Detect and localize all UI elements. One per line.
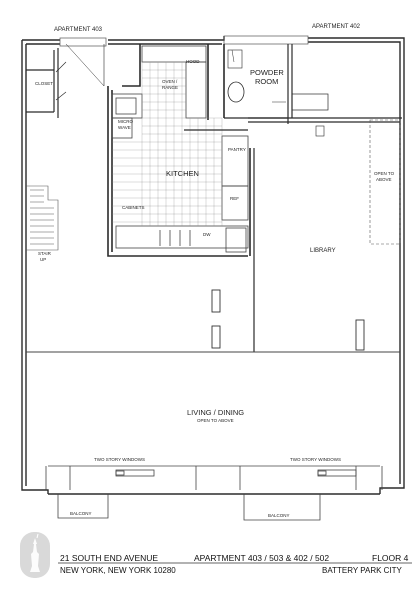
- balconies: [57, 494, 321, 521]
- statue-of-liberty-emblem: [20, 532, 50, 578]
- label-balcony-right: BALCONY: [268, 513, 290, 518]
- floor-number: FLOOR 4: [372, 553, 409, 563]
- district-name: BATTERY PARK CITY: [322, 566, 402, 575]
- top-windows: [59, 35, 309, 47]
- label-powder-room-2: ROOM: [255, 77, 279, 86]
- kitchen-tile-grid: [112, 61, 223, 226]
- label-pantry: PANTRY: [228, 147, 246, 152]
- label-apartment-403: APARTMENT 403: [54, 27, 103, 33]
- label-two-story-windows-left: TWO STORY WINDOWS: [94, 457, 146, 462]
- apartment-numbers: APARTMENT 403 / 503 & 402 / 502: [194, 553, 330, 563]
- statue-icon: [30, 533, 40, 572]
- label-apartment-402: APARTMENT 402: [312, 24, 361, 30]
- label-dishwasher: DW: [203, 232, 211, 237]
- stair: [26, 185, 59, 251]
- label-cabinets: CABINETS: [122, 205, 145, 210]
- label-powder-room-1: POWDER: [250, 68, 284, 77]
- kitchen-counters: [111, 45, 249, 253]
- open-to-above-right: [369, 119, 401, 245]
- label-stair-1: STAIR: [38, 251, 51, 256]
- label-library: LIBRARY: [310, 248, 336, 254]
- address-line1: 21 SOUTH END AVENUE: [60, 553, 159, 563]
- label-oven-range-1: OVEN /: [162, 79, 178, 84]
- label-micro-wave-1: MICRO: [118, 119, 133, 124]
- label-balcony-left: BALCONY: [70, 511, 92, 516]
- label-open-above-right-1: OPEN TO: [374, 171, 395, 176]
- bottom-windows: [45, 465, 383, 490]
- label-kitchen: KITCHEN: [166, 169, 199, 178]
- label-two-story-windows-right: TWO STORY WINDOWS: [290, 457, 342, 462]
- label-closet: CLOSET: [35, 81, 54, 86]
- exterior-walls: [21, 36, 405, 495]
- label-open-above-right-2: ABOVE: [376, 177, 392, 182]
- label-oven-range-2: RANGE: [162, 85, 179, 90]
- label-micro-wave-2: WAVE: [118, 125, 131, 130]
- closet: [26, 43, 105, 118]
- address-line2: NEW YORK, NEW YORK 10280: [60, 566, 176, 575]
- label-refrigerator: REF: [230, 196, 239, 201]
- label-stair-2: UP: [40, 257, 47, 262]
- columns: [211, 289, 365, 351]
- library-partitions: [184, 117, 402, 137]
- label-open-above-center: OPEN TO ABOVE: [197, 418, 234, 423]
- label-living-dining: LIVING / DINING: [187, 408, 245, 417]
- label-hood: HOOD: [186, 59, 200, 64]
